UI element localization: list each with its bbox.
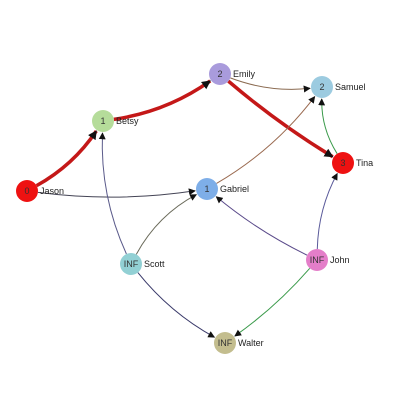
node-walter[interactable]: INF Walter	[214, 332, 264, 354]
node-name-label: Samuel	[335, 82, 366, 92]
node-circle	[120, 253, 142, 275]
node-circle	[332, 152, 354, 174]
node-circle	[306, 249, 328, 271]
node-distance-label: 1	[100, 116, 105, 126]
edge-emily-to-samuel	[230, 77, 311, 93]
node-circle	[311, 76, 333, 98]
node-circle	[92, 110, 114, 132]
node-scott[interactable]: INF Scott	[120, 253, 165, 275]
node-distance-label: 2	[319, 82, 324, 92]
node-john[interactable]: INF John	[306, 249, 350, 271]
node-circle	[16, 180, 38, 202]
edge-jason-to-gabriel	[37, 188, 196, 198]
node-emily[interactable]: 2 Emily	[209, 63, 255, 85]
node-gabriel[interactable]: 1 Gabriel	[196, 178, 249, 200]
node-circle	[214, 332, 236, 354]
edge-john-to-walter	[234, 267, 311, 337]
node-name-label: Jason	[40, 186, 64, 196]
node-distance-label: INF	[218, 338, 233, 348]
edge-scott-to-betsy	[98, 132, 127, 255]
edge-tina-to-samuel	[318, 98, 338, 154]
node-samuel[interactable]: 2 Samuel	[311, 76, 366, 98]
node-name-label: Gabriel	[220, 184, 249, 194]
edge-emily-to-tina	[227, 79, 334, 159]
node-distance-label: INF	[124, 259, 139, 269]
node-betsy[interactable]: 1 Betsy	[92, 110, 139, 132]
edge-john-to-gabriel	[215, 196, 308, 256]
node-distance-label: 1	[204, 184, 209, 194]
node-name-label: Betsy	[116, 116, 139, 126]
node-name-label: Tina	[356, 158, 373, 168]
edge-jason-to-betsy	[35, 129, 98, 188]
node-name-label: Emily	[233, 69, 255, 79]
node-distance-label: 0	[24, 186, 29, 196]
edge-john-to-tina	[316, 172, 338, 250]
edge-scott-to-gabriel	[135, 194, 198, 255]
node-distance-label: INF	[310, 255, 325, 265]
edge-scott-to-walter	[137, 272, 216, 338]
node-name-label: John	[330, 255, 350, 265]
edges-layer	[35, 77, 338, 338]
node-circle	[209, 63, 231, 85]
node-name-label: Scott	[144, 259, 165, 269]
node-jason[interactable]: 0 Jason	[16, 180, 64, 202]
node-name-label: Walter	[238, 338, 264, 348]
edge-gabriel-to-samuel	[216, 96, 316, 184]
edge-betsy-to-emily	[113, 79, 212, 122]
node-tina[interactable]: 3 Tina	[332, 152, 373, 174]
node-distance-label: 3	[340, 158, 345, 168]
node-distance-label: 2	[217, 69, 222, 79]
node-circle	[196, 178, 218, 200]
